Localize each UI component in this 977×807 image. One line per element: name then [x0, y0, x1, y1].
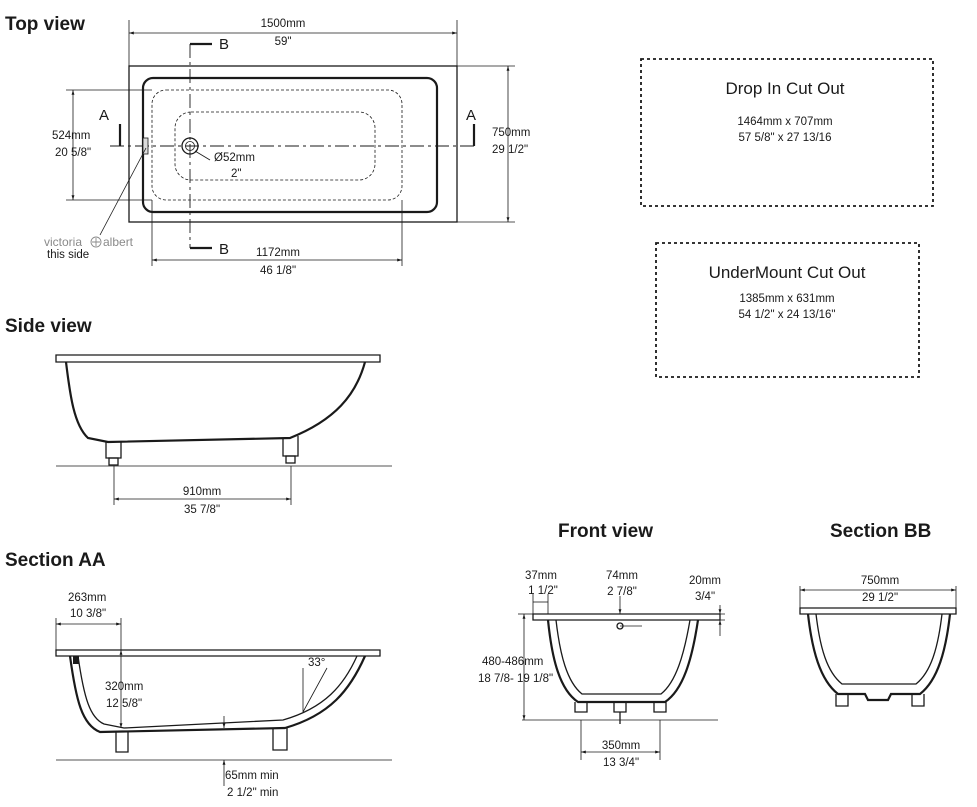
front-inner-body: [555, 619, 691, 695]
section-aa-overflow: [73, 656, 79, 664]
section-aa-outer-body: [68, 655, 367, 734]
drain-leader: [194, 150, 211, 161]
aa-depth-mm: 320mm: [105, 681, 143, 693]
drop-in-cutout: Drop In Cut Out 1464mm x 707mm 57 5/8" x…: [640, 58, 934, 207]
section-a-right-label: A: [466, 107, 476, 124]
drain-inner-circle: [185, 141, 195, 151]
section-aa-inner-body: [77, 655, 358, 729]
aa-angle-marker: [302, 667, 328, 713]
undermount-cutout: UnderMount Cut Out 1385mm x 631mm 54 1/2…: [655, 242, 920, 378]
bb-width-in: 29 1/2": [862, 592, 898, 604]
basin-outline: [151, 89, 403, 201]
inner-width-in: 20 5/8": [55, 147, 91, 159]
front-overflow-mm: 74mm: [606, 570, 638, 582]
section-bb-title: Section BB: [830, 521, 931, 542]
basin-floor-outline: [174, 111, 376, 181]
side-feet-in: 35 7/8": [184, 504, 220, 516]
side-rim: [55, 354, 381, 363]
drop-in-title: Drop In Cut Out: [725, 79, 844, 98]
aa-depth-in: 12 5/8": [106, 698, 142, 710]
drain-dim-in: 2": [231, 168, 241, 180]
logo-leader: [99, 147, 147, 236]
side-body: [64, 361, 367, 444]
undermount-mm: 1385mm x 631mm: [739, 293, 834, 305]
aa-clear-in: 2 1/2" min: [227, 787, 278, 799]
front-foot-left: [574, 702, 588, 713]
drop-in-box: [640, 58, 934, 207]
undermount-in: 54 1/2" x 24 13/16": [738, 309, 835, 321]
front-view: Front view 37mm 1 1/2" 74mm 2 7/8" 20mm …: [478, 521, 725, 769]
logo-note: this side: [47, 249, 89, 261]
front-height-mm: 480-486mm: [482, 656, 543, 668]
bb-inner-body: [815, 613, 943, 685]
front-rim-mm: 37mm: [525, 570, 557, 582]
side-foot-right-pad: [285, 455, 296, 464]
front-feet-mm: 350mm: [602, 740, 640, 752]
front-view-title: Front view: [558, 521, 653, 542]
tub-outline-inner: [141, 76, 439, 214]
overflow-plate: [142, 137, 149, 155]
front-lip-in: 3/4": [695, 591, 715, 603]
front-rim-in: 1 1/2": [528, 585, 558, 597]
front-feet-in: 13 3/4": [603, 757, 639, 769]
aa-offset-in: 10 3/8": [70, 608, 106, 620]
section-a-left-label: A: [99, 107, 109, 124]
logo-plus-icon: [90, 236, 102, 248]
tub-outline-outer: [128, 65, 458, 223]
front-outer-body: [546, 619, 700, 704]
side-view: Side view 910mm 35 7/8": [5, 316, 392, 516]
top-view: Top view Ø52mm 2" A A B B 1500mm 59": [5, 14, 530, 277]
bb-foot-right: [911, 694, 925, 707]
logo-text-left: victoria: [44, 235, 82, 249]
aa-angle: 33°: [308, 657, 325, 669]
section-aa: Section AA 263mm 10 3/8" 320mm 12 5/8" 3…: [5, 550, 392, 799]
front-drain: [613, 702, 627, 713]
side-feet-mm: 910mm: [183, 486, 221, 498]
width-mm: 750mm: [492, 127, 530, 139]
bb-rim: [799, 607, 957, 615]
inner-length-mm: 1172mm: [256, 247, 300, 259]
side-view-title: Side view: [5, 316, 92, 337]
aa-clear-mm: 65mm min: [225, 770, 279, 782]
section-aa-rim: [55, 649, 381, 657]
bb-foot-left: [835, 694, 849, 707]
undermount-title: UnderMount Cut Out: [709, 263, 866, 282]
logo-plus-mark: [92, 238, 100, 246]
front-foot-right: [653, 702, 667, 713]
bb-outer-body: [806, 613, 952, 702]
section-aa-foot-left: [115, 731, 129, 753]
section-aa-foot-right: [272, 728, 288, 751]
undermount-box: [655, 242, 920, 378]
drain-dim-mm: Ø52mm: [214, 152, 255, 164]
front-lip-mm: 20mm: [689, 575, 721, 587]
drop-in-mm: 1464mm x 707mm: [737, 116, 832, 128]
length-mm: 1500mm: [261, 18, 306, 30]
top-view-title: Top view: [5, 14, 85, 35]
section-aa-title: Section AA: [5, 550, 106, 571]
section-b-top-label: B: [219, 36, 229, 53]
bb-width-mm: 750mm: [861, 575, 899, 587]
drop-in-in: 57 5/8" x 27 13/16: [739, 132, 832, 144]
inner-length-in: 46 1/8": [260, 265, 296, 277]
front-rim: [532, 613, 721, 621]
aa-offset-mm: 263mm: [68, 592, 106, 604]
front-height-in: 18 7/8- 19 1/8": [478, 673, 553, 685]
logo-text-right: albert: [103, 235, 134, 249]
width-in: 29 1/2": [492, 144, 528, 156]
section-b-bottom-label: B: [219, 241, 229, 258]
drain-circle: [181, 137, 199, 155]
side-foot-left-pad: [108, 457, 119, 466]
section-bb: Section BB 750mm 29 1/2": [799, 521, 957, 707]
side-foot-left: [105, 441, 122, 459]
front-overflow-in: 2 7/8": [607, 586, 637, 598]
length-in: 59": [275, 36, 292, 48]
inner-width-mm: 524mm: [52, 130, 90, 142]
